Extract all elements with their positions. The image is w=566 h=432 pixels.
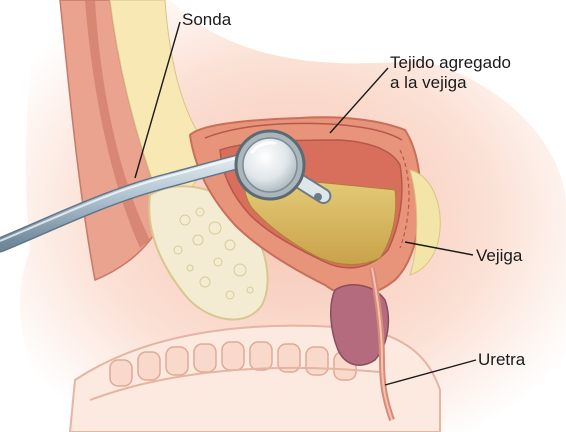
label-sonda: Sonda — [182, 10, 231, 30]
label-vejiga: Vejiga — [476, 246, 522, 266]
label-tejido-line2: a la vejiga — [390, 73, 511, 93]
label-tejido-agregado: Tejido agregado a la vejiga — [390, 53, 511, 93]
label-tejido-line1: Tejido agregado — [390, 53, 511, 72]
label-uretra: Uretra — [478, 350, 525, 370]
